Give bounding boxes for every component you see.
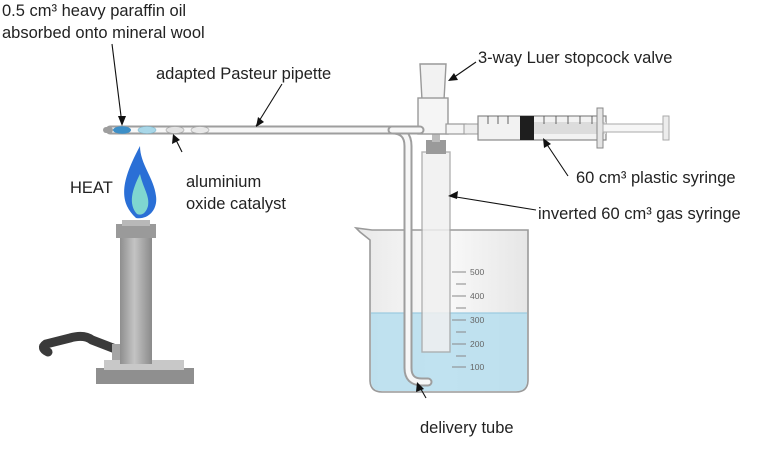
label-paraffin-line1: 0.5 cm³ heavy paraffin oil bbox=[2, 2, 187, 20]
label-pipette: adapted Pasteur pipette bbox=[156, 65, 332, 83]
pipette-tube bbox=[103, 125, 433, 387]
label-catalyst-line1: aluminium bbox=[186, 173, 262, 191]
bunsen-burner bbox=[38, 220, 194, 384]
label-plastic-syringe: 60 cm³ plastic syringe bbox=[576, 169, 736, 187]
scale-400: 400 bbox=[470, 291, 484, 301]
catalyst-pellet-1 bbox=[165, 126, 185, 134]
arrow-heads bbox=[118, 73, 551, 392]
label-catalyst-line2: oxide catalyst bbox=[186, 195, 286, 213]
plastic-syringe bbox=[463, 107, 670, 149]
label-delivery-tube: delivery tube bbox=[420, 419, 514, 437]
flame bbox=[124, 146, 157, 219]
gas-syringe bbox=[421, 130, 451, 353]
pipette-contents bbox=[113, 126, 210, 134]
scale-500: 500 bbox=[470, 267, 484, 277]
scale-200: 200 bbox=[470, 339, 484, 349]
label-stopcock: 3-way Luer stopcock valve bbox=[478, 49, 673, 67]
paraffin-blob bbox=[113, 126, 131, 134]
label-heat: HEAT bbox=[70, 179, 113, 197]
label-paraffin-line2: absorbed onto mineral wool bbox=[2, 24, 205, 42]
catalyst-pellet-2 bbox=[190, 126, 210, 134]
scale-100: 100 bbox=[470, 362, 484, 372]
label-gas-syringe: inverted 60 cm³ gas syringe bbox=[538, 205, 741, 223]
beaker-graduations bbox=[452, 271, 466, 368]
stopcock-valve bbox=[417, 63, 467, 135]
scale-300: 300 bbox=[470, 315, 484, 325]
mineral-wool bbox=[137, 126, 157, 134]
